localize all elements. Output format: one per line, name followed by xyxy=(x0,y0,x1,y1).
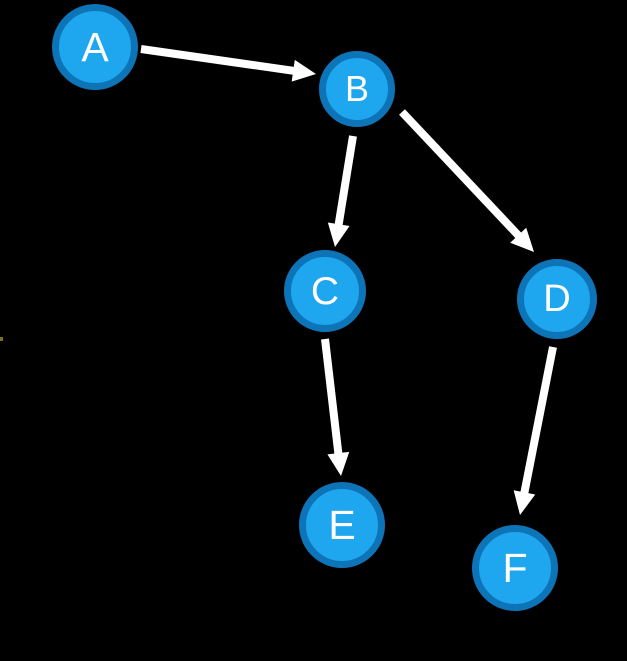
node-f[interactable]: F xyxy=(472,525,558,611)
node-label: C xyxy=(310,269,340,313)
node-label: B xyxy=(344,68,369,109)
node-d[interactable]: D xyxy=(517,259,597,339)
node-a[interactable]: A xyxy=(52,4,138,90)
arrowhead-d-f xyxy=(513,490,536,515)
node-label: D xyxy=(543,278,571,320)
node-c[interactable]: C xyxy=(284,250,366,332)
edge-a-b xyxy=(140,45,296,75)
arrowhead-b-d xyxy=(510,227,534,252)
edge-b-c xyxy=(334,135,357,227)
arrowhead-b-c xyxy=(327,222,350,247)
node-label: A xyxy=(81,23,109,70)
node-label: F xyxy=(502,544,528,591)
edge-b-d xyxy=(399,109,523,240)
arrowhead-a-b xyxy=(291,59,316,82)
screen-artifact-dot xyxy=(0,337,3,341)
node-label: E xyxy=(328,501,356,548)
node-b[interactable]: B xyxy=(319,51,395,127)
arrowhead-c-e xyxy=(327,451,350,476)
edge-c-e xyxy=(321,338,343,456)
node-e[interactable]: E xyxy=(299,482,385,568)
edge-d-f xyxy=(520,346,557,496)
